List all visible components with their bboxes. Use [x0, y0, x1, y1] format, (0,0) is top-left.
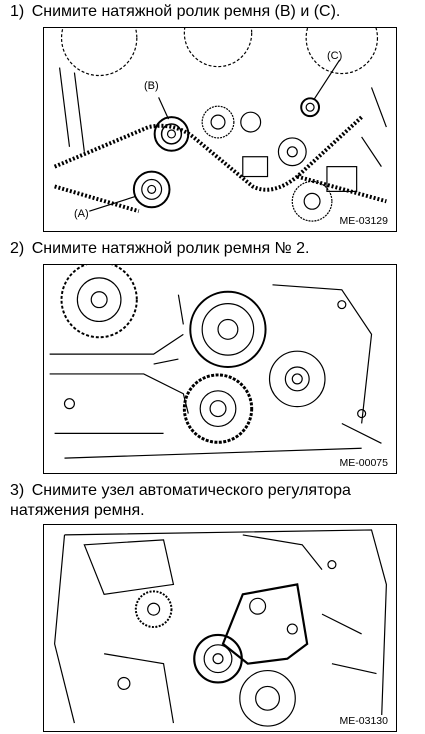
step-1-instruction: 1) Снимите натяжной ролик ремня (B) и (C… — [10, 2, 417, 22]
step-3-instruction: 3) Снимите узел автоматического регулято… — [10, 481, 417, 521]
figure-belt-tensioner-rollers: (B) (C) (A) ME-03129 — [43, 27, 397, 232]
figure-code: ME-03130 — [337, 715, 390, 727]
figure-code: ME-03129 — [337, 215, 390, 227]
callout-a: (A) — [74, 208, 89, 220]
step-text: Снимите натяжной ролик ремня № 2. — [31, 240, 310, 257]
figure-belt-tensioner-roller-2: ME-00075 — [43, 264, 397, 474]
callout-c: (C) — [327, 50, 343, 62]
step-number: 3) — [10, 482, 25, 499]
engine-belt-illustration — [54, 529, 387, 727]
step-text: Снимите натяжной ролик ремня (B) и (C). — [31, 3, 341, 20]
step-number: 1) — [10, 3, 25, 20]
figure-auto-tensioner-assembly: ME-03130 — [43, 524, 397, 732]
step-text: Снимите узел автоматического регулятора … — [10, 482, 351, 519]
step-number: 2) — [10, 240, 25, 257]
step-2-instruction: 2) Снимите натяжной ролик ремня № 2. — [10, 239, 417, 259]
engine-belt-illustration — [49, 265, 382, 459]
engine-belt-illustration — [53, 28, 387, 222]
figure-code: ME-00075 — [337, 457, 390, 469]
callout-b: (B) — [144, 80, 159, 92]
